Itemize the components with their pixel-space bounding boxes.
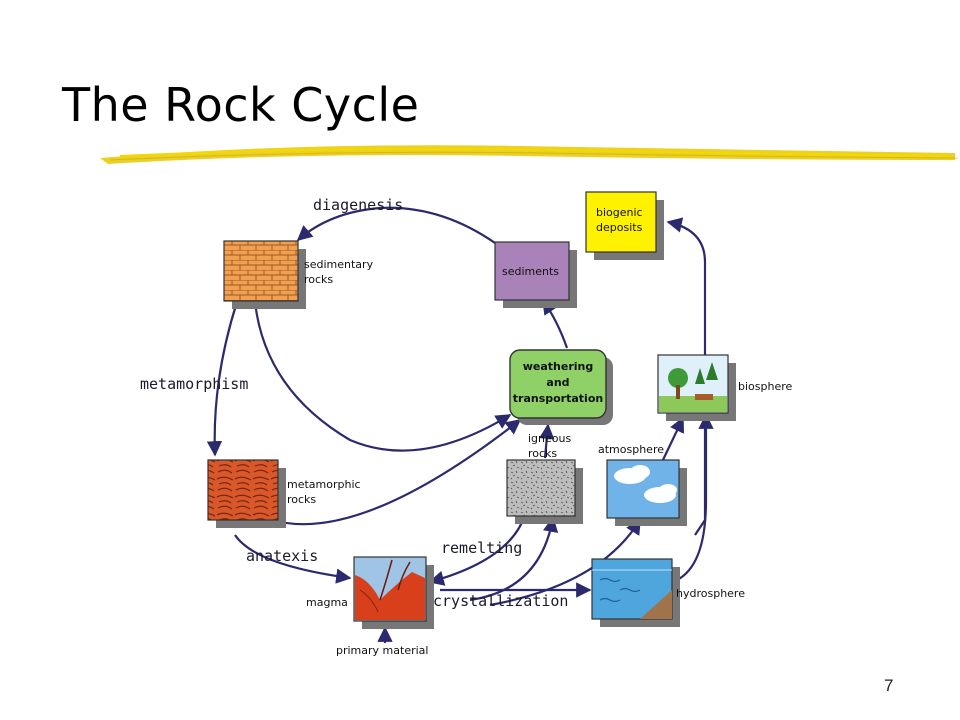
arrow-magma-igneous	[469, 516, 559, 602]
node-magma	[353, 556, 434, 629]
page-number: 7	[884, 676, 894, 695]
label-metamorphic-line2: rocks	[287, 493, 316, 506]
label-weathering-line2: and	[546, 376, 569, 389]
node-igneous-rocks	[506, 459, 583, 524]
label-primary-material: primary material	[336, 644, 428, 657]
node-sediments	[494, 241, 577, 308]
arrow-anatexis	[234, 534, 352, 584]
node-biosphere	[657, 354, 736, 421]
label-biogenic-line1: biogenic	[596, 206, 643, 219]
label-hydrosphere: hydrosphere	[676, 587, 745, 600]
label-remelting: remelting	[441, 539, 522, 557]
label-igneous-line1: igneous	[528, 432, 571, 445]
arrow-metamorphic-weathering	[271, 419, 522, 526]
label-sedimentary-line1: sedimentary	[304, 258, 374, 271]
node-metamorphic-rocks	[207, 459, 286, 528]
label-metamorphism: metamorphism	[140, 375, 248, 393]
arrow-remelting	[428, 514, 527, 586]
label-biosphere: biosphere	[738, 380, 793, 393]
label-sedimentary-line2: rocks	[304, 273, 333, 286]
node-sedimentary-rocks	[223, 240, 306, 309]
label-sediments: sediments	[502, 265, 559, 278]
arrow-metamorphism	[206, 301, 239, 457]
label-igneous-line2: rocks	[528, 447, 557, 460]
node-hydrosphere	[591, 558, 680, 627]
cycle-arrows	[206, 206, 714, 643]
label-atmosphere: atmosphere	[598, 443, 664, 456]
node-weathering	[509, 349, 613, 425]
arrow-igneous-weathering	[539, 423, 555, 459]
arrow-to-biogenic	[666, 217, 707, 536]
label-weathering-line3: transportation	[513, 392, 603, 405]
slide-title: The Rock Cycle	[62, 78, 420, 132]
label-anatexis: anatexis	[246, 547, 318, 565]
arrow-sedimentary-weathering	[253, 301, 512, 452]
label-metamorphic-line1: metamorphic	[287, 478, 361, 491]
node-biogenic-deposits	[585, 191, 664, 260]
node-atmosphere	[606, 459, 687, 526]
arrow-hydro-biosphere	[676, 413, 714, 581]
arrow-diagenesis	[296, 206, 496, 244]
label-crystallization: crystallization	[433, 592, 568, 610]
label-diagenesis: diagenesis	[313, 196, 403, 214]
label-magma: magma	[306, 596, 348, 609]
label-weathering-line1: weathering	[523, 360, 594, 373]
arrow-magma-atmosphere	[489, 518, 641, 607]
label-biogenic-line2: deposits	[596, 221, 643, 234]
arrow-atmosphere-biosphere	[661, 416, 684, 463]
